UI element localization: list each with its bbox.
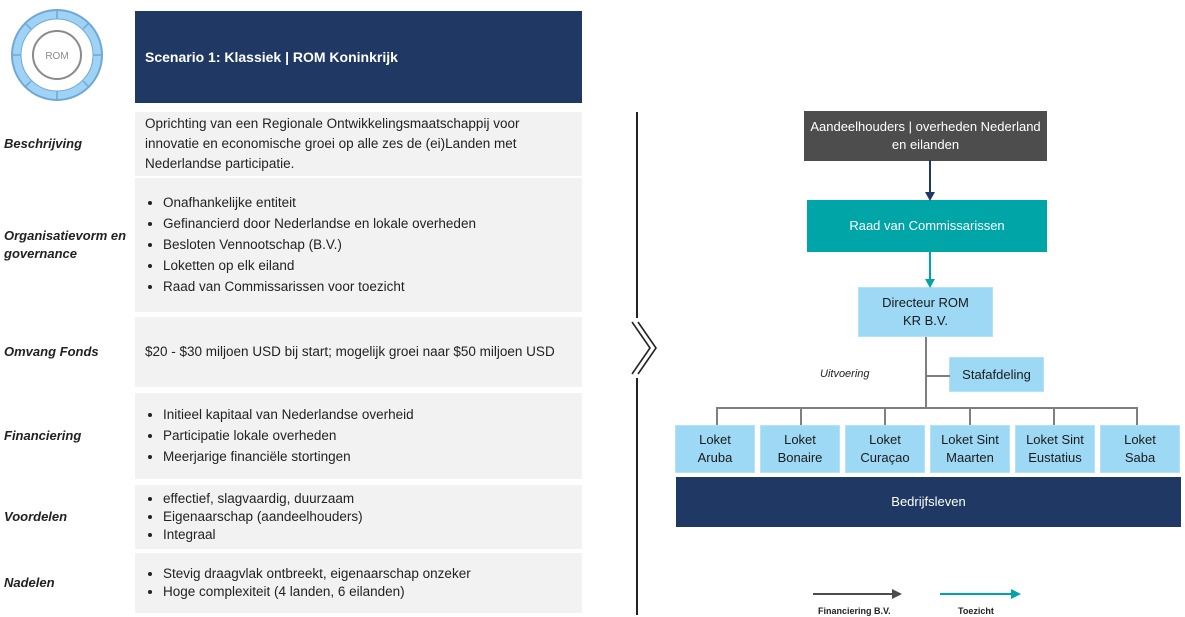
staff-box: Stafafdeling <box>949 357 1044 392</box>
row-content-beschrijving: Oprichting van een Regionale Ontwikkelin… <box>135 112 582 176</box>
list-item: Onafhankelijke entiteit <box>163 193 572 213</box>
connector-vertical <box>925 337 927 408</box>
counter-curacao: Loket Curaçao <box>845 425 925 473</box>
director-box: Directeur ROM KR B.V. <box>858 287 993 337</box>
list-item: Raad van Commissarissen voor toezicht <box>163 277 572 297</box>
connector-drop <box>1136 407 1138 425</box>
connector-drop <box>969 407 971 425</box>
row-content-financiering: Initieel kapitaal van Nederlandse overhe… <box>135 393 582 479</box>
row-content-voordelen: effectief, slagvaardig, duurzaam Eigenaa… <box>135 485 582 549</box>
row-label-beschrijving: Beschrijving <box>4 136 83 151</box>
connector-drop <box>800 407 802 425</box>
description-text: Oprichting van een Regionale Ontwikkelin… <box>145 116 520 171</box>
execution-label: Uitvoering <box>820 368 870 380</box>
legend-supervision-arrow <box>940 589 1021 599</box>
scenario-title: Scenario 1: Klassiek | ROM Koninkrijk <box>135 11 582 103</box>
business-box: Bedrijfsleven <box>676 477 1181 527</box>
row-label-nadelen: Nadelen <box>4 575 55 590</box>
rom-logo: ROM <box>11 9 103 101</box>
list-item: Eigenaarschap (aandeelhouders) <box>163 508 572 526</box>
row-content-organisatievorm: Onafhankelijke entiteit Gefinancierd doo… <box>135 178 582 312</box>
list-item: Stevig draagvlak ontbreekt, eigenaarscha… <box>163 565 572 583</box>
counter-sint-maarten: Loket Sint Maarten <box>930 425 1010 473</box>
supervision-arrow <box>925 251 935 288</box>
legend-financing-arrow <box>813 589 902 599</box>
row-content-omvang-fonds: $20 - $30 miljoen USD bij start; mogelij… <box>135 317 582 387</box>
list-item: Initieel kapitaal van Nederlandse overhe… <box>163 405 572 425</box>
double-chevron-icon <box>626 318 660 378</box>
logo-text: ROM <box>45 51 68 62</box>
list-item: effectief, slagvaardig, duurzaam <box>163 490 572 508</box>
legend-supervision-label: Toezicht <box>958 606 994 616</box>
connector-horizontal <box>716 407 1136 409</box>
connector-staff <box>926 375 950 377</box>
row-content-nadelen: Stevig draagvlak ontbreekt, eigenaarscha… <box>135 553 582 613</box>
connector-drop <box>1053 407 1055 425</box>
row-label-voordelen: Voordelen <box>4 509 68 524</box>
row-label-organisatievorm: Organisatievorm en governance <box>4 228 127 261</box>
row-label-omvang-fonds: Omvang Fonds <box>4 344 99 359</box>
fund-size-text: $20 - $30 miljoen USD bij start; mogelij… <box>145 344 555 359</box>
list-item: Integraal <box>163 526 572 544</box>
list-item: Hoge complexiteit (4 landen, 6 eilanden) <box>163 583 572 601</box>
financing-arrow <box>925 160 935 201</box>
connector-drop <box>884 407 886 425</box>
connector-drop <box>716 407 718 425</box>
list-item: Gefinancierd door Nederlandse en lokale … <box>163 214 572 234</box>
list-item: Loketten op elk eiland <box>163 256 572 276</box>
legend-financing-label: Financiering B.V. <box>818 606 891 616</box>
counter-saba: Loket Saba <box>1100 425 1180 473</box>
counter-aruba: Loket Aruba <box>675 425 755 473</box>
shareholders-box: Aandeelhouders | overheden Nederland en … <box>804 111 1047 161</box>
list-item: Participatie lokale overheden <box>163 426 572 446</box>
counter-sint-eustatius: Loket Sint Eustatius <box>1015 425 1095 473</box>
row-label-financiering: Financiering <box>4 428 82 443</box>
board-box: Raad van Commissarissen <box>807 200 1047 252</box>
list-item: Meerjarige financiële stortingen <box>163 447 572 467</box>
list-item: Besloten Vennootschap (B.V.) <box>163 235 572 255</box>
counter-bonaire: Loket Bonaire <box>760 425 840 473</box>
